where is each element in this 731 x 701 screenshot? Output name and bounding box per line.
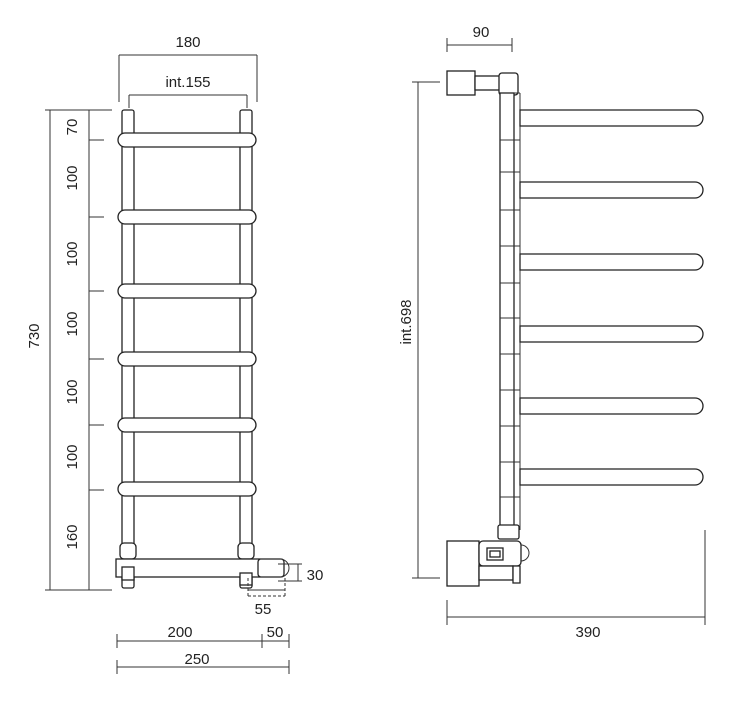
towel-bar-3 xyxy=(117,283,257,299)
bottom-pipe-bend xyxy=(520,544,530,562)
side-arms xyxy=(519,109,704,486)
side-view: 90 int.698 xyxy=(398,24,706,641)
pipe-offset-label: 55 xyxy=(255,601,272,618)
front-view: 180 int.155 730 70 100 100 100 100 xyxy=(26,34,323,674)
depth-label: 390 xyxy=(575,624,600,641)
swing-arm-4 xyxy=(519,325,704,343)
top-bracket xyxy=(446,70,519,96)
base-width-label: 200 xyxy=(167,624,192,641)
internal-width-label: int.155 xyxy=(165,74,210,91)
top-hinge xyxy=(498,72,519,96)
left-foot xyxy=(121,566,135,581)
column-segment-lines xyxy=(500,139,520,498)
swing-arm-3 xyxy=(519,253,704,271)
total-width-label: 250 xyxy=(184,651,209,668)
bottom-assembly xyxy=(446,540,530,587)
right-valve xyxy=(237,542,255,560)
heating-element-box xyxy=(257,558,285,578)
pipe-height-label: 30 xyxy=(307,567,324,584)
width-180-label: 180 xyxy=(175,34,200,51)
top-offset-label: 90 xyxy=(473,24,490,41)
left-valve xyxy=(119,542,137,560)
dimension-bottom-widths: 200 50 250 xyxy=(116,624,290,674)
swing-arm-2 xyxy=(519,181,704,199)
front-uprights xyxy=(121,109,253,589)
dimension-height-chain: 730 70 100 100 100 100 100 160 xyxy=(26,109,112,591)
front-bottom-assembly xyxy=(115,542,290,586)
front-bars xyxy=(117,132,257,497)
towel-bar-2 xyxy=(117,209,257,225)
dimension-depth: 390 xyxy=(446,530,706,641)
right-upright xyxy=(239,109,253,589)
control-display xyxy=(489,550,501,558)
bottom-valve-cap xyxy=(512,565,521,584)
dimension-pipe: 30 55 xyxy=(247,563,324,618)
spacing-label-1: 70 xyxy=(64,119,81,136)
spacing-label-3: 100 xyxy=(64,241,81,266)
spacing-label-5: 100 xyxy=(64,379,81,404)
towel-bar-5 xyxy=(117,417,257,433)
swing-arm-5 xyxy=(519,397,704,415)
dimension-top-offset: 90 xyxy=(446,24,513,52)
spacing-label-6: 100 xyxy=(64,444,81,469)
spacing-label-7: 160 xyxy=(64,524,81,549)
internal-height-label: int.698 xyxy=(398,299,415,344)
swing-arm-6 xyxy=(519,468,704,486)
right-foot xyxy=(239,572,253,586)
vertical-column xyxy=(499,92,515,534)
dimension-width-180: 180 xyxy=(118,34,258,102)
side-column xyxy=(497,92,521,540)
towel-bar-4 xyxy=(117,351,257,367)
spacing-label-4: 100 xyxy=(64,311,81,336)
spacing-label-2: 100 xyxy=(64,165,81,190)
dimension-internal-width: int.155 xyxy=(128,74,248,108)
bottom-hinge xyxy=(497,524,520,540)
left-upright xyxy=(121,109,135,589)
dimension-internal-height: int.698 xyxy=(398,81,440,579)
base-extension-label: 50 xyxy=(267,624,284,641)
pipe-bend xyxy=(279,558,290,578)
top-wall-mount xyxy=(446,70,476,96)
bottom-valve-body xyxy=(478,565,514,581)
top-bracket-arm xyxy=(474,75,501,91)
swing-arm-1 xyxy=(519,109,704,127)
bottom-wall-mount xyxy=(446,540,480,587)
towel-bar-6 xyxy=(117,481,257,497)
total-height-label: 730 xyxy=(26,323,43,348)
bottom-manifold xyxy=(115,558,261,578)
towel-bar-1 xyxy=(117,132,257,148)
